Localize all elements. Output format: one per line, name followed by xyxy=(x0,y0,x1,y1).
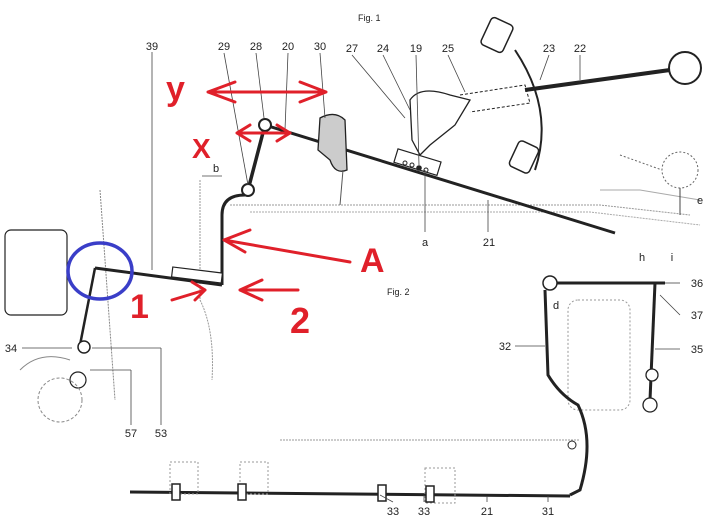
label-e: e xyxy=(697,195,703,207)
y-double-arrow xyxy=(206,80,328,104)
label-32: 32 xyxy=(499,341,511,353)
shift-rod xyxy=(94,266,223,287)
gear-lever xyxy=(524,68,671,92)
label-19: 19 xyxy=(410,43,422,55)
fig1-title: Fig. 1 xyxy=(358,13,381,23)
annotation-2: 2 xyxy=(290,300,310,341)
floor-panel-lower xyxy=(250,211,701,226)
arrow-1 xyxy=(170,280,207,302)
label-29: 29 xyxy=(218,41,230,53)
label-33-first: 33 xyxy=(387,506,399,518)
label-23: 23 xyxy=(543,43,555,55)
floor-panel xyxy=(230,204,691,216)
highlight-circle xyxy=(66,241,134,301)
fig2-arm-32 xyxy=(543,289,589,497)
label-37: 37 xyxy=(691,310,703,322)
link-rod xyxy=(246,124,267,191)
label-57: 57 xyxy=(125,428,137,440)
label-25: 25 xyxy=(442,43,454,55)
selector-arm xyxy=(78,267,97,346)
label-h: h xyxy=(639,252,645,264)
bracket xyxy=(317,113,348,172)
gate-arc xyxy=(514,49,543,171)
label-22: 22 xyxy=(574,43,586,55)
annotation-1: 1 xyxy=(130,288,149,326)
ghost-knob xyxy=(661,151,699,189)
tunnel-outline xyxy=(600,189,701,201)
pillar xyxy=(99,189,116,401)
lever-housing xyxy=(409,90,472,157)
gate-plate-bottom xyxy=(508,140,540,174)
ghost-lever xyxy=(619,154,663,171)
label-28: 28 xyxy=(250,41,262,53)
a-arrow xyxy=(222,228,352,264)
fig2-top-joint xyxy=(542,275,558,291)
rod-sleeve xyxy=(170,266,224,284)
label-33-second: 33 xyxy=(418,506,430,518)
annotation-x: X xyxy=(192,133,211,164)
label-d: d xyxy=(553,300,559,312)
label-20: 20 xyxy=(282,41,294,53)
lever-boot xyxy=(459,84,531,113)
fig2-title: Fig. 2 xyxy=(387,287,410,297)
pivot-lower xyxy=(69,371,87,389)
x-double-arrow xyxy=(235,123,292,143)
label-i: i xyxy=(671,252,673,264)
engine-block xyxy=(4,229,68,316)
fig2-arm-35 xyxy=(648,282,657,401)
label-34: 34 xyxy=(5,343,17,355)
fig2-housing xyxy=(567,299,631,411)
annotation-a: A xyxy=(360,242,385,280)
annotation-y: y xyxy=(166,70,185,108)
upper-joint xyxy=(258,118,272,132)
label-b: b xyxy=(213,163,219,175)
label-21-fig1: 21 xyxy=(483,237,495,249)
label-39: 39 xyxy=(146,41,158,53)
vertical-rod xyxy=(220,193,246,285)
label-36: 36 xyxy=(691,278,703,290)
label-21-fig2: 21 xyxy=(481,506,493,518)
label-31: 31 xyxy=(542,506,554,518)
body-panel xyxy=(199,180,213,381)
gate-plate-top xyxy=(480,16,514,54)
pivot-nut xyxy=(77,340,91,354)
label-53: 53 xyxy=(155,428,167,440)
label-35: 35 xyxy=(691,344,703,356)
label-27: 27 xyxy=(346,43,358,55)
label-30: 30 xyxy=(314,41,326,53)
label-a: a xyxy=(422,237,429,249)
arrow-2 xyxy=(238,278,300,302)
gear-cable xyxy=(264,123,616,235)
label-24: 24 xyxy=(377,43,389,55)
fig2-cable-21 xyxy=(129,490,571,498)
annotation-arrows xyxy=(170,80,352,302)
gear-knob xyxy=(668,51,702,85)
